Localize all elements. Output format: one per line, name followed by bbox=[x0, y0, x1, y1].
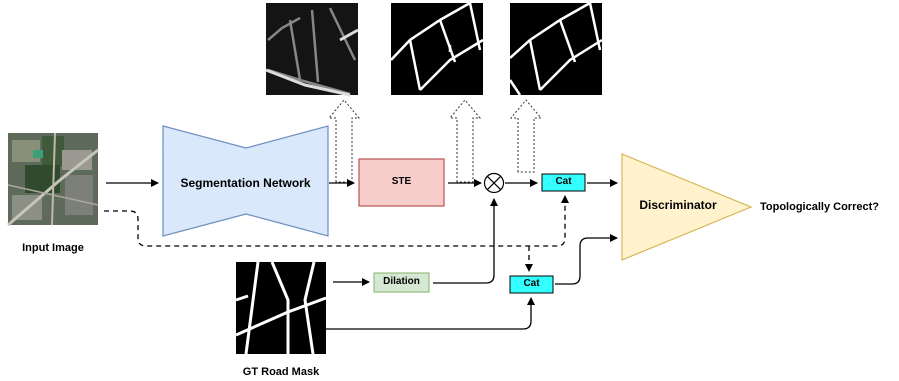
cat-top-label: Cat bbox=[555, 176, 572, 187]
output-label: Topologically Correct? bbox=[760, 201, 879, 213]
gt-road-mask-image bbox=[235, 261, 327, 355]
dotted-arrow-1 bbox=[327, 99, 361, 183]
gt-road-mask-label: GT Road Mask bbox=[242, 366, 320, 378]
dilation-block bbox=[373, 272, 430, 293]
segmentation-network-block bbox=[162, 125, 329, 237]
ste-block bbox=[358, 158, 445, 207]
dashed-arrow-input-to-cat-top bbox=[104, 195, 569, 247]
arrow-dilation-to-mult bbox=[433, 198, 498, 284]
segmentation-network-label: Segmentation Network bbox=[180, 176, 311, 190]
gt-combined-output-image bbox=[508, 1, 603, 96]
blurry-prediction-image bbox=[265, 3, 359, 97]
cat-block-bottom bbox=[509, 275, 554, 294]
dotted-arrow-2 bbox=[448, 99, 482, 183]
ste-label: STE bbox=[391, 176, 412, 187]
dotted-arrow-3 bbox=[509, 99, 543, 173]
discriminator-block bbox=[621, 153, 753, 261]
arrow-cat-to-disc-bottom bbox=[555, 234, 618, 285]
ste-output-image bbox=[390, 1, 484, 95]
discriminator-label: Discriminator bbox=[639, 198, 717, 212]
dilation-label: Dilation bbox=[383, 276, 420, 287]
cat-block-top bbox=[541, 173, 586, 192]
cat-bottom-label: Cat bbox=[523, 278, 540, 289]
arrow-mask-to-cat bbox=[326, 297, 535, 330]
input-image bbox=[7, 132, 99, 227]
input-image-label: Input Image bbox=[22, 242, 84, 254]
